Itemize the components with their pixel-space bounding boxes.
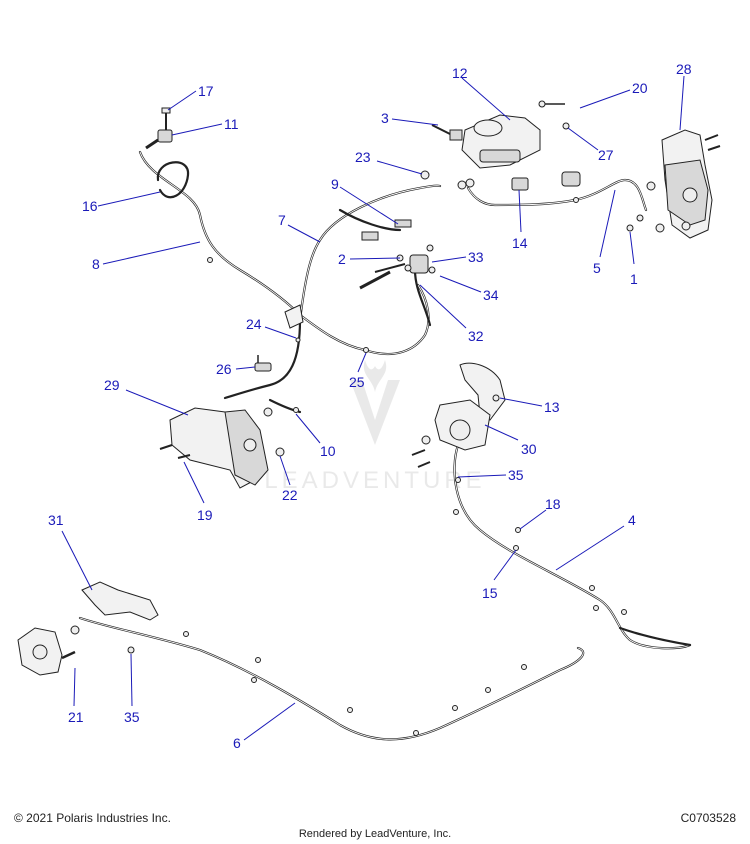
callout-7: 7 <box>278 212 286 228</box>
callout-32: 32 <box>468 328 484 344</box>
brake-fitting-block <box>145 107 173 150</box>
callout-33: 33 <box>468 249 484 265</box>
banjo-fittings-upper <box>361 171 581 241</box>
callout-11: 11 <box>224 116 239 132</box>
callout-8: 8 <box>92 256 100 272</box>
callout-19: 19 <box>197 507 213 523</box>
callout-21: 21 <box>68 709 84 725</box>
clamp-parts <box>254 304 304 372</box>
master-cylinder <box>431 100 570 169</box>
callout-17: 17 <box>198 83 214 99</box>
callout-31: 31 <box>48 512 64 528</box>
callout-29: 29 <box>104 377 120 393</box>
callout-28: 28 <box>676 61 692 77</box>
front-right-caliper <box>626 129 721 239</box>
leadventure-watermark: LEADVENTURE <box>264 360 485 494</box>
callout-22: 22 <box>282 487 298 503</box>
callout-23: 23 <box>355 149 371 165</box>
brake-junction <box>359 244 436 290</box>
callout-25: 25 <box>349 374 365 390</box>
watermark-text: LEADVENTURE <box>264 467 485 494</box>
front-left-caliper <box>159 407 285 489</box>
callout-5: 5 <box>593 260 601 276</box>
callout-34: 34 <box>483 287 499 303</box>
callout-35-right: 35 <box>508 467 524 483</box>
callout-1: 1 <box>630 271 638 287</box>
callout-18: 18 <box>545 496 561 512</box>
callout-27: 27 <box>598 147 614 163</box>
callout-15: 15 <box>482 585 498 601</box>
nut-23 <box>420 170 430 180</box>
callout-2: 2 <box>338 251 346 267</box>
callout-6: 6 <box>233 735 241 751</box>
line-clips <box>183 197 627 736</box>
callout-3: 3 <box>381 110 389 126</box>
parking-brake-assembly <box>411 362 506 468</box>
callout-24: 24 <box>246 316 262 332</box>
callout-35-left: 35 <box>124 709 140 725</box>
callout-16: 16 <box>82 198 98 214</box>
copyright-text: © 2021 Polaris Industries Inc. <box>14 811 171 825</box>
callout-9: 9 <box>331 176 339 192</box>
callout-14: 14 <box>512 235 528 251</box>
document-number: C0703528 <box>680 811 736 825</box>
callout-20: 20 <box>632 80 648 96</box>
callouts: 17 11 16 8 12 3 20 27 28 23 9 7 <box>48 61 692 751</box>
callout-13: 13 <box>544 399 560 415</box>
callout-26: 26 <box>216 361 232 377</box>
callout-30: 30 <box>521 441 537 457</box>
rendered-by-text: Rendered by LeadVenture, Inc. <box>298 828 452 840</box>
callout-10: 10 <box>320 443 336 459</box>
rear-caliper-assembly <box>17 581 159 676</box>
callout-12: 12 <box>452 65 468 81</box>
callout-4: 4 <box>628 512 636 528</box>
